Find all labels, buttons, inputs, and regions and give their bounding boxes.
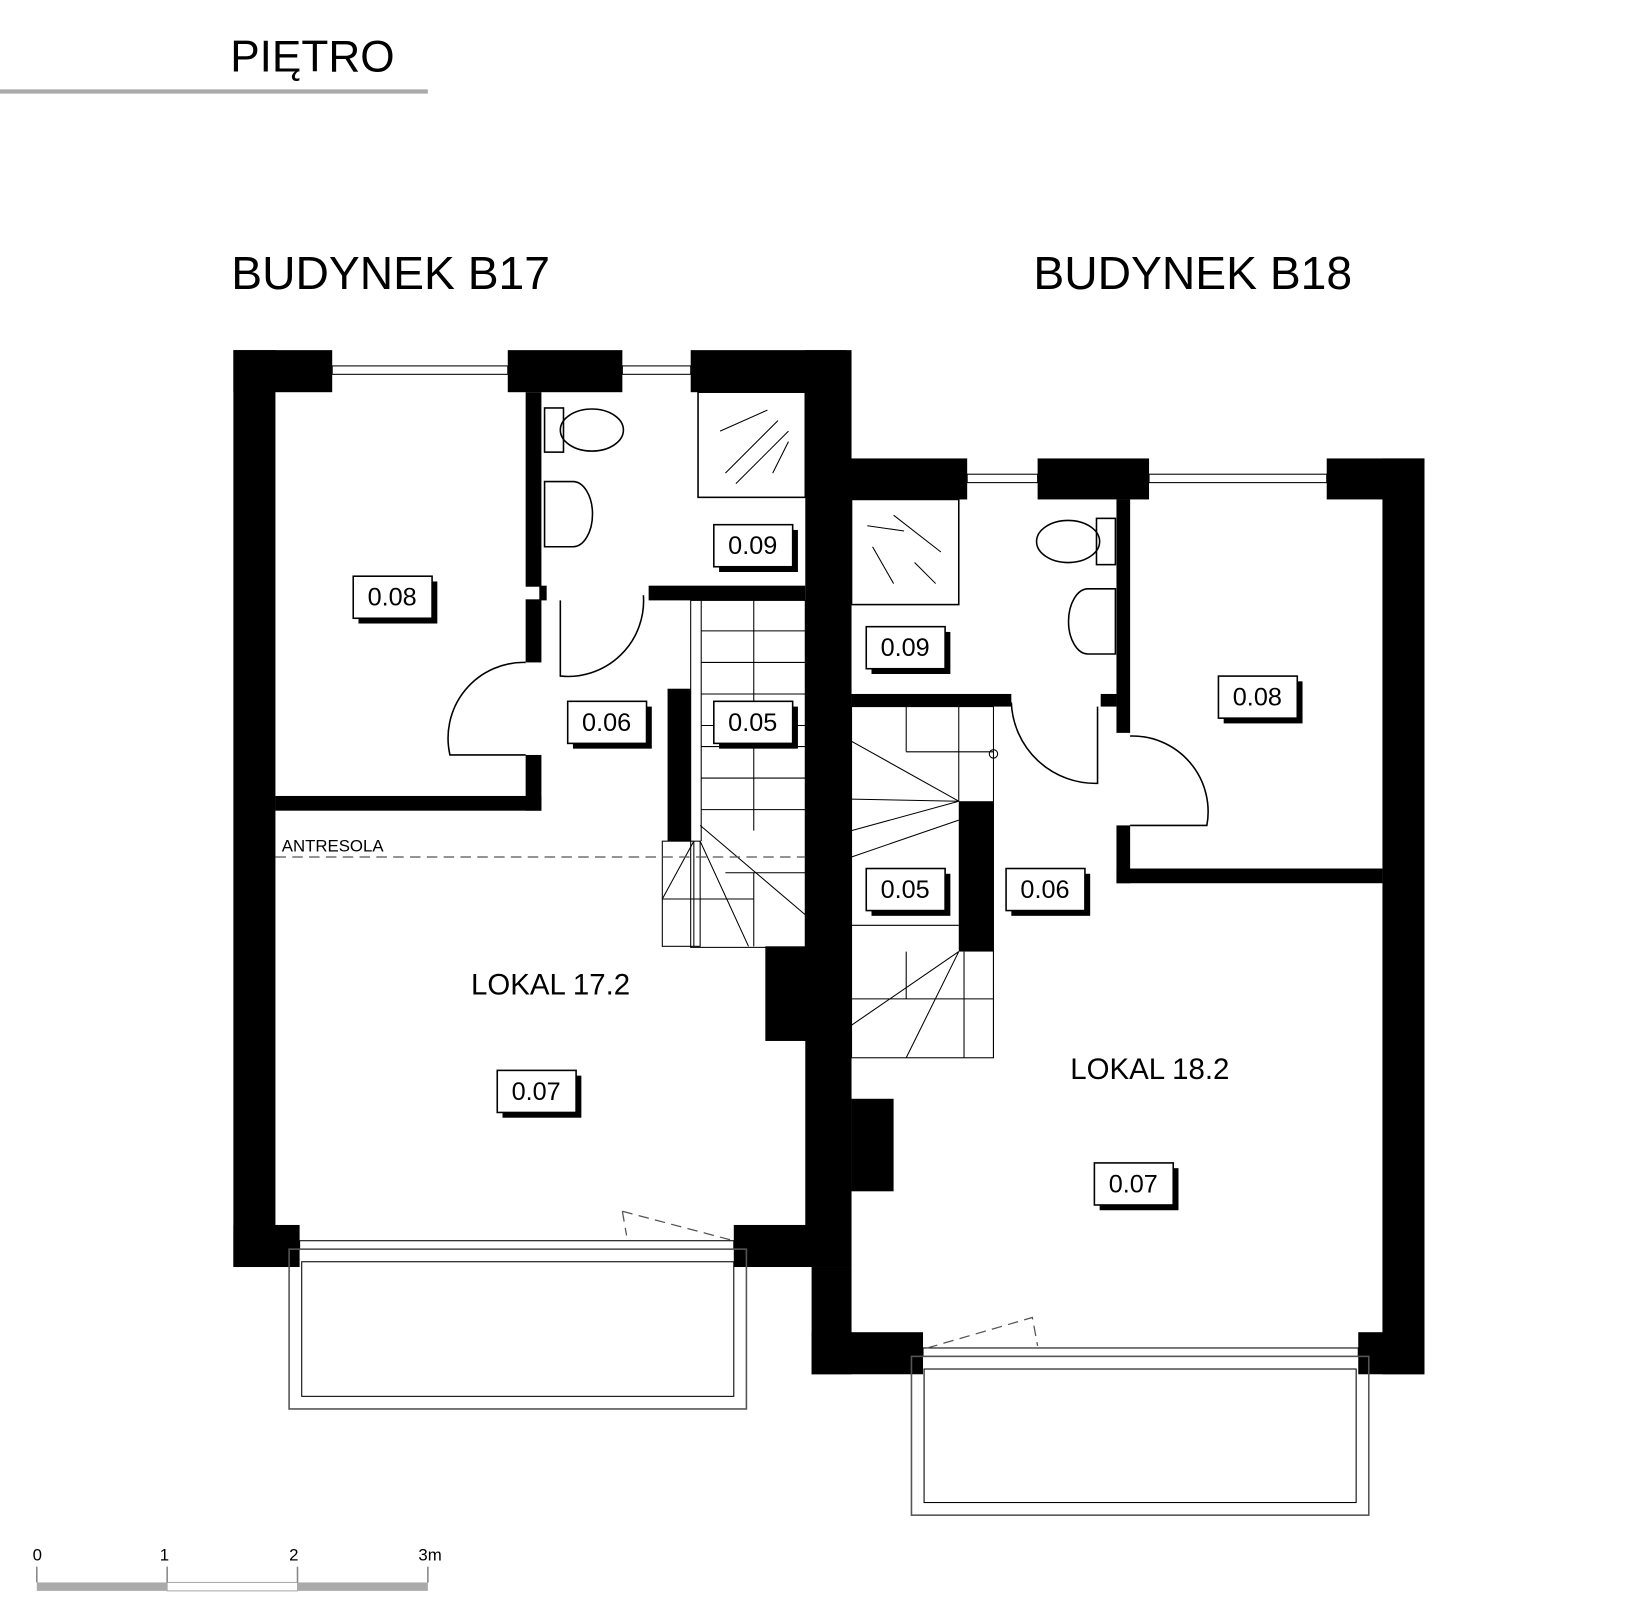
- room-tag: 0.05: [865, 867, 951, 916]
- b17-balcony-inner: [301, 1261, 735, 1397]
- b17-bathroom-fixtures: [543, 391, 807, 548]
- antresola-label: ANTRESOLA: [282, 837, 385, 856]
- svg-text:0.08: 0.08: [1233, 684, 1282, 712]
- room-tag: 0.09: [865, 625, 951, 674]
- svg-text:0.06: 0.06: [1020, 876, 1069, 904]
- b18-balcony-door-swing: [927, 1316, 1039, 1349]
- b17-balcony-door-swing: [621, 1210, 734, 1242]
- svg-text:3m: 3m: [418, 1545, 441, 1564]
- svg-text:0.05: 0.05: [728, 709, 777, 737]
- b18-room-tags: 0.09 0.08 0.05 0.06 0.07: [865, 625, 1303, 1211]
- b18-balcony-inner: [923, 1368, 1357, 1504]
- svg-text:0: 0: [33, 1545, 42, 1564]
- svg-text:0.08: 0.08: [368, 584, 417, 612]
- svg-text:0.06: 0.06: [582, 709, 631, 737]
- building-b17-title: BUDYNEK B17: [231, 247, 550, 299]
- b17-unit-label: LOKAL 17.2: [471, 969, 630, 1002]
- b17-room-tags: 0.08 0.09 0.06 0.05 0.07: [352, 523, 798, 1118]
- room-tag: 0.09: [713, 523, 798, 572]
- svg-text:0.05: 0.05: [881, 876, 930, 904]
- room-tag: 0.07: [1093, 1162, 1179, 1211]
- b17-balcony: [288, 1248, 748, 1410]
- svg-text:0.09: 0.09: [881, 634, 930, 662]
- b17-bedroom-door: [447, 661, 526, 756]
- b18-stairs: [851, 706, 999, 1059]
- room-tag: 0.06: [566, 700, 652, 749]
- page-title: PIĘTRO: [230, 32, 394, 81]
- svg-text:2: 2: [289, 1545, 298, 1564]
- room-tag: 0.06: [1005, 867, 1091, 916]
- b17-bathroom-door: [559, 595, 645, 678]
- room-tag: 0.05: [713, 700, 798, 749]
- b18-bedroom-door: [1130, 735, 1209, 827]
- b18-bathroom-fixtures: [850, 498, 1117, 655]
- room-tag: 0.08: [352, 575, 438, 624]
- room-tag: 0.08: [1217, 675, 1303, 724]
- svg-text:1: 1: [160, 1545, 169, 1564]
- svg-text:0.07: 0.07: [1109, 1170, 1158, 1198]
- b18-balcony: [910, 1355, 1370, 1516]
- b18-bathroom-door: [1010, 702, 1099, 785]
- b18-unit-label: LOKAL 18.2: [1070, 1053, 1229, 1086]
- b17-walls: [233, 350, 852, 1268]
- building-b18-title: BUDYNEK B18: [1033, 247, 1352, 299]
- svg-text:0.07: 0.07: [512, 1078, 561, 1106]
- svg-text:0.09: 0.09: [728, 532, 777, 560]
- b18-walls: [811, 458, 1425, 1375]
- scale-bar: 0 1 2 3m: [33, 1545, 442, 1592]
- room-tag: 0.07: [496, 1069, 582, 1118]
